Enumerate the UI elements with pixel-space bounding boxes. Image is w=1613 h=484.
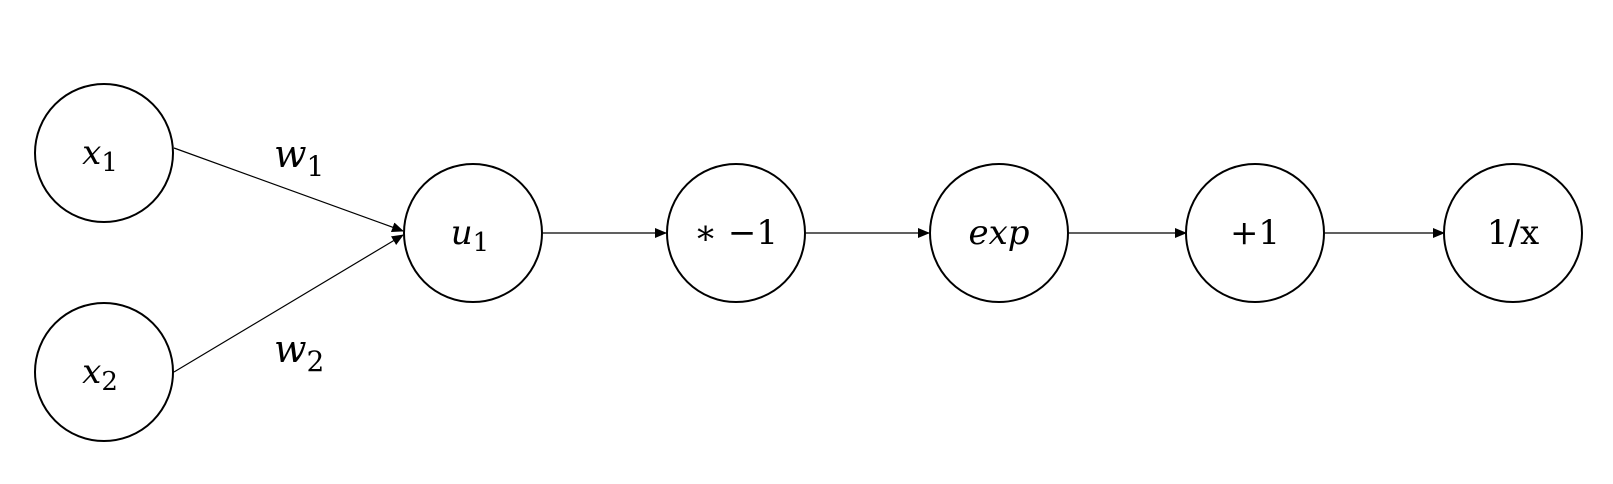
edge-x1-u1: [173, 147, 404, 232]
node-u1-label: u1: [451, 213, 489, 258]
node-reciprocal-label: 1/x: [1487, 213, 1539, 253]
node-exp-label: exp: [968, 213, 1029, 253]
node-x2-label: x2: [82, 352, 118, 397]
node-reciprocal: 1/x: [1443, 163, 1583, 303]
weight-w2-label: w2: [274, 327, 324, 378]
node-plus-one: +1: [1185, 163, 1325, 303]
node-x2: x2: [34, 302, 174, 442]
edge-x2-u1: [173, 234, 404, 373]
node-x1-label: x1: [82, 133, 118, 178]
weight-w1-label: w1: [274, 132, 324, 183]
node-negate-label: ∗ −1: [694, 213, 778, 253]
node-plus-one-label: +1: [1230, 213, 1280, 253]
node-negate: ∗ −1: [666, 163, 806, 303]
node-x1: x1: [34, 83, 174, 223]
node-exp: exp: [929, 163, 1069, 303]
node-u1: u1: [403, 163, 543, 303]
